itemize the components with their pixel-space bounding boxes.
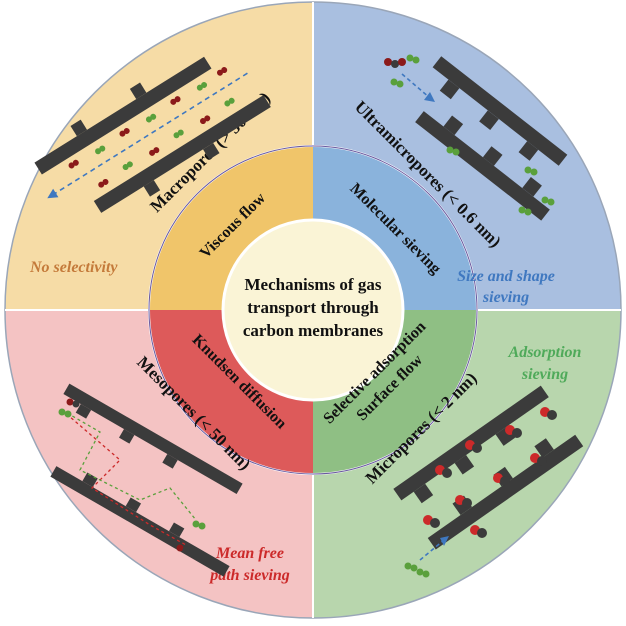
flow-arrow (401, 73, 431, 99)
macropore-wall-upper (34, 56, 212, 175)
center-title-line-2: transport through (247, 298, 379, 317)
macropore-wall-lower (93, 95, 271, 213)
center-title-line-3: carbon membranes (243, 321, 384, 340)
no-selectivity-label: No selectivity (29, 259, 118, 276)
mesopore-illustration (50, 383, 243, 577)
center-circle (221, 218, 405, 402)
center-title-line-1: Mechanisms of gas (245, 275, 382, 294)
gas-molecules (68, 67, 235, 188)
adsorption-sieving-label-1: Adsorption (508, 344, 582, 361)
size-shape-sieving-label-1: Size and shape (457, 268, 555, 285)
flow-arrow (51, 72, 248, 196)
mean-free-path-label-1: Mean free (215, 545, 284, 562)
mean-free-path-label-2: path sieving (208, 567, 290, 584)
knudsen-path-red (61, 409, 187, 546)
macropore-illustration (34, 56, 271, 213)
ultramicropore-illustration (384, 54, 568, 221)
size-shape-sieving-label-2: sieving (482, 289, 529, 306)
flow-arrow (419, 539, 445, 561)
adsorbed-molecules (423, 407, 557, 538)
knudsen-path-green (61, 409, 197, 521)
micropore-illustration (393, 385, 584, 578)
adsorption-sieving-label-2: sieving (521, 366, 568, 383)
